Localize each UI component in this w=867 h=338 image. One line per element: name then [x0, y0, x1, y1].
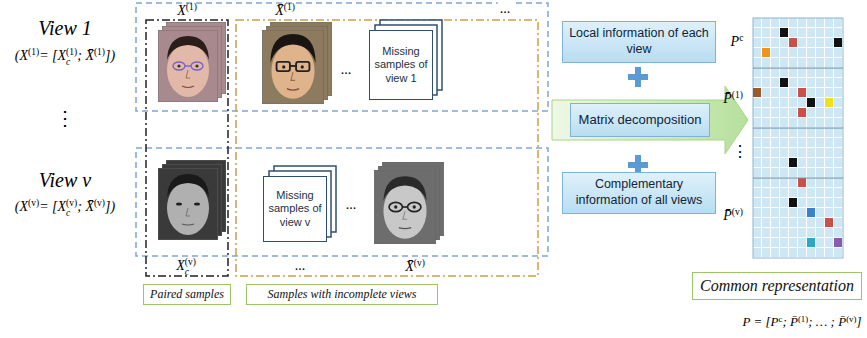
- math-text: (1): [94, 47, 105, 57]
- math-text: ; P̄: [782, 314, 798, 329]
- math-text: View 1: [38, 17, 92, 39]
- paired-region: [146, 20, 228, 276]
- math-text: X: [177, 3, 186, 18]
- node-text: Missing samples of view v: [267, 189, 323, 229]
- big-arrow: [552, 86, 748, 154]
- math-symbol: Pc: [731, 35, 744, 49]
- math-text: X: [176, 258, 185, 273]
- math-text: c: [66, 208, 77, 218]
- math-symbol: P̄(1): [723, 92, 743, 106]
- math-text: (v): [28, 198, 39, 208]
- node-text: Matrix decomposition: [579, 112, 702, 128]
- math-text: X̄: [405, 259, 414, 274]
- view-title: View 1: [38, 18, 92, 38]
- ellipsis: ...: [295, 259, 306, 273]
- math-text: = [X: [39, 48, 66, 63]
- math-text: (1): [186, 2, 197, 12]
- math-text: (v): [185, 257, 196, 267]
- ellipsis: ...: [346, 198, 357, 212]
- math-formula: (X(1)= [X(1)c; X̄(1)]): [15, 47, 115, 67]
- math-text: (v): [414, 258, 425, 268]
- caption-box: Samples with incomplete views: [246, 284, 438, 305]
- math-text: (1): [732, 90, 743, 100]
- node-text: Local information of each view: [569, 26, 709, 57]
- math-text: ]: [856, 314, 861, 329]
- view-title: View v: [39, 170, 91, 190]
- sub-sup: (v)c: [66, 198, 77, 218]
- ellipsis: ...: [341, 63, 352, 77]
- matrix-grid: [753, 18, 843, 258]
- math-symbol: X(v)c: [176, 257, 196, 277]
- math-symbol: X̄(1): [273, 4, 297, 18]
- math-text: ⋮: [732, 143, 748, 160]
- math-text: ...: [295, 258, 306, 273]
- math-text: ⋮: [55, 107, 75, 129]
- info-box: Local information of each view: [562, 21, 716, 63]
- math-text: ...: [346, 197, 357, 212]
- math-text: c: [185, 267, 196, 277]
- view-region: [136, 3, 548, 111]
- sub-sup: (v)c: [185, 257, 196, 277]
- missing-sample-card: Missing samples of view 1: [369, 30, 433, 100]
- math-formula: (X(v)= [X(v)c; X̄(v)]): [15, 198, 115, 218]
- face-image: [158, 168, 218, 240]
- plus-sign: [628, 67, 648, 87]
- math-text: (1): [66, 47, 77, 57]
- math-text: ; X̄: [77, 48, 94, 63]
- math-symbol: X̄(v): [405, 260, 425, 274]
- math-text: P̄: [723, 91, 732, 106]
- caption-box: Paired samples: [143, 284, 231, 305]
- math-text: ]): [105, 199, 115, 214]
- math-text: c: [66, 57, 77, 67]
- math-text: (1): [798, 313, 808, 323]
- math-text: ]): [105, 48, 115, 63]
- incomplete-region: [236, 20, 538, 276]
- math-text: (v): [846, 313, 856, 323]
- math-text: (1): [28, 47, 39, 57]
- view-region: [136, 148, 548, 256]
- math-text: ...: [500, 1, 511, 16]
- math-text: ; … ; P̄: [808, 314, 846, 329]
- math-text: View v: [39, 169, 91, 191]
- node-text: Samples with incomplete views: [268, 287, 417, 301]
- math-symbol: P̄(v): [723, 209, 743, 223]
- math-text: (v): [66, 198, 77, 208]
- math-text: (v): [732, 207, 743, 217]
- ellipsis: ⋮: [55, 108, 75, 128]
- node-text: Missing samples of view 1: [373, 45, 429, 85]
- math-text: ...: [341, 62, 352, 77]
- node-text: Common representation: [700, 276, 854, 295]
- missing-sample-card: Missing samples of view v: [263, 176, 327, 242]
- math-text: c: [739, 33, 743, 43]
- ellipsis: ...: [498, 2, 513, 16]
- process-box: Matrix decomposition: [570, 103, 710, 137]
- math-symbol: X(1): [175, 4, 199, 18]
- math-text: c: [778, 313, 782, 323]
- node-text: Paired samples: [150, 287, 224, 301]
- face-image: [158, 30, 218, 102]
- face-image: [262, 30, 324, 104]
- sub-sup: (1)c: [66, 47, 77, 67]
- math-text: (X: [15, 199, 28, 214]
- math-text: ; X̄: [77, 199, 94, 214]
- math-text: X̄: [275, 3, 284, 18]
- caption-box: Common representation: [692, 272, 862, 300]
- math-text: = [X: [39, 199, 66, 214]
- info-box: Complementary information of all views: [562, 172, 716, 214]
- math-text: (v): [94, 198, 105, 208]
- math-formula: P = [Pc; P̄(1); … ; P̄(v)]: [742, 315, 861, 328]
- node-text: Complementary information of all views: [569, 177, 709, 208]
- ellipsis: ⋮: [732, 144, 748, 160]
- math-text: (1): [284, 2, 295, 12]
- math-text: P: [731, 34, 740, 49]
- math-text: P̄: [723, 208, 732, 223]
- math-text: (X: [15, 48, 28, 63]
- face-image: [374, 170, 436, 244]
- math-text: P = [P: [742, 314, 778, 329]
